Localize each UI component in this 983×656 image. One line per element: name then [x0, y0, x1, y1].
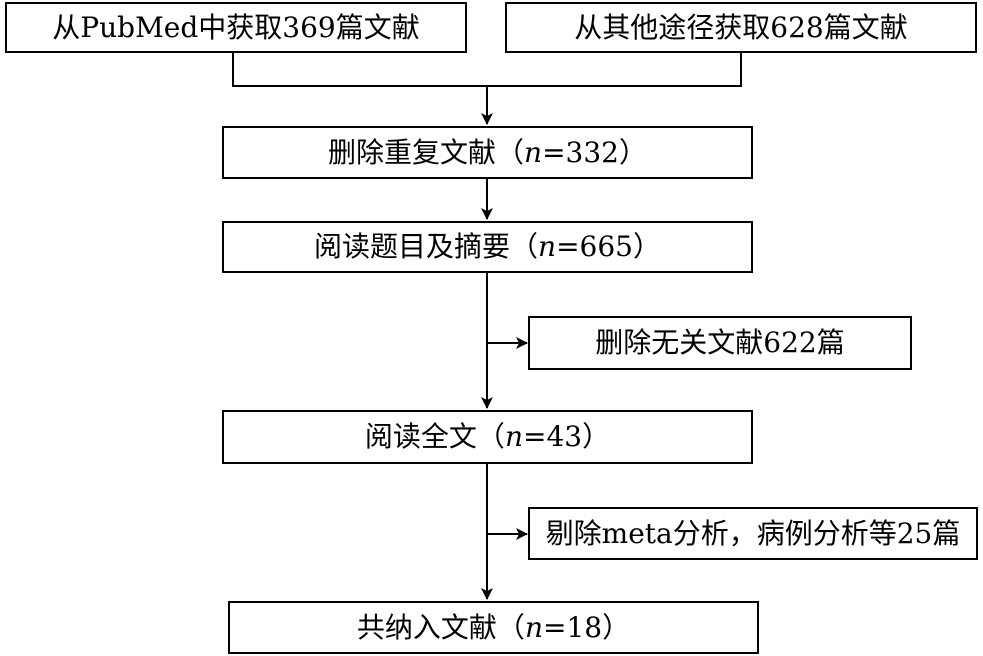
dedup-label: 删除重复文献（n=332）: [328, 135, 647, 169]
included-box: 共纳入文献（n=18）: [228, 601, 759, 654]
fulltext-box: 阅读全文（n=43）: [222, 410, 753, 464]
excluded-irrelevant-box: 删除无关文献622篇: [528, 316, 912, 370]
dedup-box: 删除重复文献（n=332）: [222, 126, 753, 179]
excluded-irrelevant-label: 删除无关文献622篇: [595, 326, 845, 359]
screen-label: 阅读题目及摘要（n=665）: [314, 230, 661, 263]
pubmed-source-box: 从PubMed中获取369篇文献: [5, 2, 467, 53]
included-label: 共纳入文献（n=18）: [356, 610, 631, 644]
screen-box: 阅读题目及摘要（n=665）: [222, 221, 753, 273]
pubmed-source-label: 从PubMed中获取369篇文献: [52, 10, 420, 44]
other-source-label: 从其他途径获取628篇文献: [574, 10, 908, 44]
excluded-meta-label: 剔除meta分析，病例分析等25篇: [545, 516, 961, 550]
merge-connector: [232, 53, 742, 87]
other-source-box: 从其他途径获取628篇文献: [505, 2, 977, 53]
excluded-meta-box: 剔除meta分析，病例分析等25篇: [528, 507, 978, 560]
fulltext-label: 阅读全文（n=43）: [364, 420, 611, 453]
